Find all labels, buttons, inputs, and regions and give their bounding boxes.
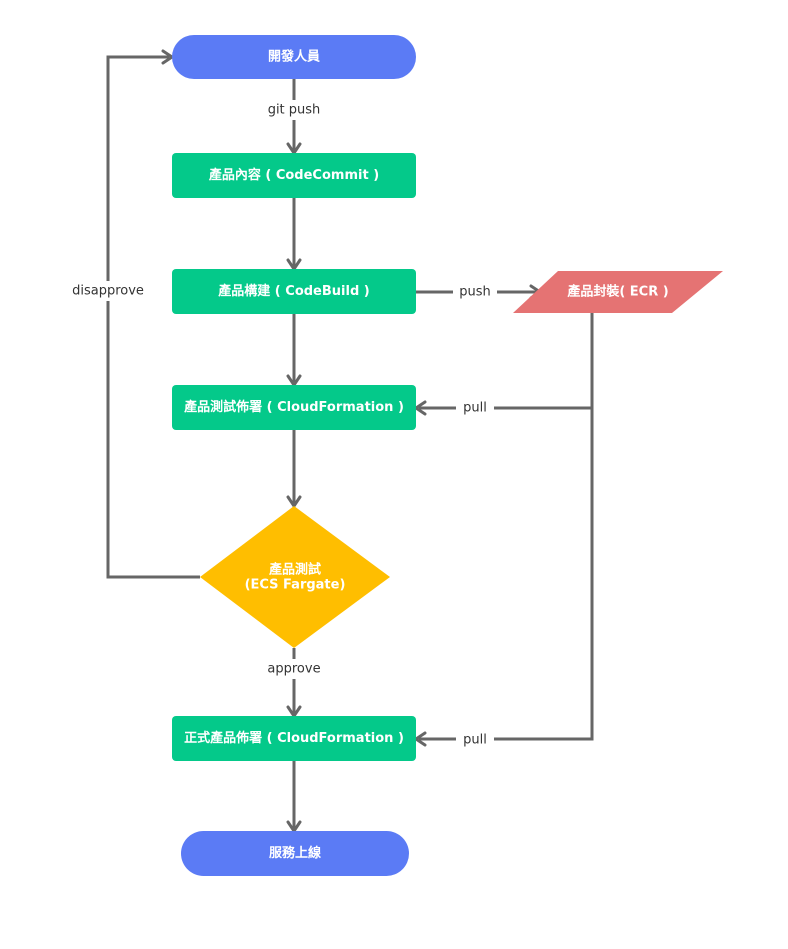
process-shape (172, 716, 416, 761)
edge-label-disapprove: disapprove (72, 284, 144, 299)
edge-label-git-push: git push (268, 103, 321, 118)
edge-label-pull-test: pull (463, 401, 487, 416)
node-online-label: 服務上線 (269, 845, 322, 861)
process-shape (172, 385, 416, 430)
edge-labels: git push push pull pull disapprove appro… (66, 100, 497, 750)
terminal-shape (172, 35, 416, 79)
node-ecr-label: 產品封裝( ECR ) (566, 284, 668, 300)
storage-parallelogram-shape (513, 271, 723, 313)
nodes: 開發人員 產品內容 ( CodeCommit ) 產品構建 ( CodeBuil… (172, 35, 723, 876)
node-test-deploy-label: 產品測試佈署 ( CloudFormation ) (183, 399, 404, 415)
edge-ecr-to-deployments (419, 313, 594, 741)
node-test-decision-label-line2: (ECS Fargate) (245, 578, 346, 593)
node-code-commit-label: 產品內容 ( CodeCommit ) (208, 167, 379, 183)
node-test-deploy: 產品測試佈署 ( CloudFormation ) (172, 385, 416, 430)
node-online: 服務上線 (181, 831, 409, 876)
node-developer: 開發人員 (172, 35, 416, 79)
edge-label-push: push (459, 285, 491, 300)
edge-decision-to-developer (106, 55, 200, 579)
node-prod-deploy: 正式產品佈署 ( CloudFormation ) (172, 716, 416, 761)
node-code-commit: 產品內容 ( CodeCommit ) (172, 153, 416, 198)
node-test-decision: 產品測試 (ECS Fargate) (200, 506, 390, 648)
node-code-build-label: 產品構建 ( CodeBuild ) (217, 283, 369, 299)
process-shape (172, 269, 416, 314)
node-prod-deploy-label: 正式產品佈署 ( CloudFormation ) (184, 730, 404, 746)
edge-label-pull-prod: pull (463, 733, 487, 748)
node-ecr: 產品封裝( ECR ) (513, 271, 723, 313)
decision-diamond-shape (200, 506, 390, 648)
node-code-build: 產品構建 ( CodeBuild ) (172, 269, 416, 314)
terminal-shape (181, 831, 409, 876)
process-shape (172, 153, 416, 198)
node-developer-label: 開發人員 (268, 49, 320, 65)
node-test-decision-label-line1: 產品測試 (268, 562, 321, 578)
edge-label-approve: approve (267, 662, 320, 677)
